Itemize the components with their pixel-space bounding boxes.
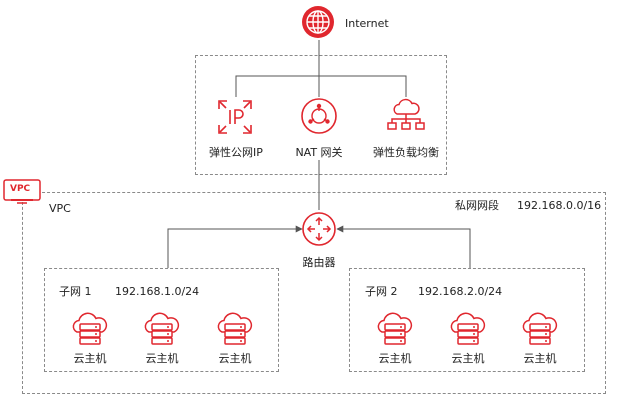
vpc-label: VPC: [49, 202, 71, 215]
subnet-2-cidr: 192.168.2.0/24: [418, 285, 503, 298]
host-label: 云主机: [145, 352, 179, 365]
elb-label: 弹性负载均衡: [373, 146, 439, 159]
cloud-server-icon: [519, 307, 561, 353]
subnet1-router-link: [167, 225, 303, 268]
host-label: 云主机: [218, 352, 252, 365]
subnet-1-box: [44, 268, 279, 372]
vpc-badge-text: VPC: [10, 184, 31, 194]
internet-label: Internet: [345, 17, 389, 30]
host-label: 云主机: [73, 352, 107, 365]
router-label: 路由器: [302, 256, 336, 269]
host-label: 云主机: [451, 352, 485, 365]
cloud-server-icon: [141, 307, 183, 353]
subnet-1-cidr: 192.168.1.0/24: [115, 285, 200, 298]
vpc-badge-icon: [3, 179, 41, 209]
nat-gateway-icon: [300, 97, 338, 139]
private-network-label: 私网网段: [455, 199, 499, 212]
load-balancer-icon: [386, 97, 426, 139]
vpc-boundary: [22, 192, 606, 394]
cloud-server-icon: [214, 307, 256, 353]
gateway-group: [195, 55, 447, 175]
private-cidr-label: 192.168.0.0/16: [517, 199, 602, 212]
host-label: 云主机: [523, 352, 557, 365]
subnet-1-name: 子网 1: [59, 285, 92, 298]
cloud-server-icon: [447, 307, 489, 353]
gateway-bus: [235, 75, 407, 97]
subnet-2-name: 子网 2: [365, 285, 398, 298]
globe-icon: [300, 4, 336, 44]
subnet2-router-link: [336, 225, 471, 268]
cloud-server-icon: [69, 307, 111, 353]
cloud-server-icon: [374, 307, 416, 353]
nat-label: NAT 网关: [295, 146, 343, 159]
eip-label: 弹性公网IP: [209, 146, 263, 159]
subnet-2-box: [349, 268, 585, 372]
router-icon: [301, 211, 337, 251]
ip-icon: [216, 98, 254, 140]
host-label: 云主机: [378, 352, 412, 365]
